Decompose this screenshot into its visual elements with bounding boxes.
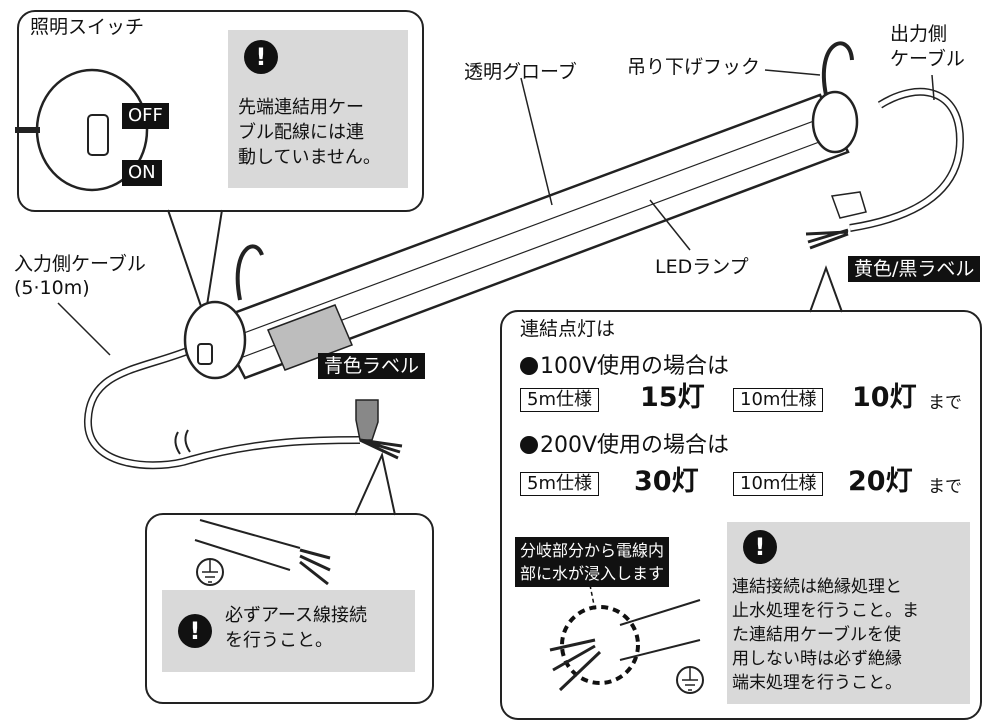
v100-10m-value: 10灯 [852,382,917,413]
input-cable-label: 入力側ケーブル (5·10m) [14,253,146,299]
v200-10m-label: 10m仕様 [733,472,824,496]
branch-earth-lines [682,667,698,691]
v200-suffix: まで [928,477,962,497]
v100-10m-label: 10m仕様 [733,388,824,412]
water-ingress-leader [589,584,596,611]
right-hook [821,41,854,96]
off-label: OFF [122,103,169,129]
v100-5m-value: 15灯 [640,382,705,413]
connection-warning-icon: ! [743,530,777,564]
earth-warning-icon: ! [178,614,212,648]
earth-wires [299,548,331,586]
switch-detail-toggle [87,114,109,156]
yellow-label-tag [830,191,867,219]
output-leader [931,74,935,101]
connection-title: 連結点灯は [520,318,616,340]
earth-cable-outline [194,519,301,571]
on-label: ON [122,160,162,186]
input-cable-inner [85,347,361,468]
switch-label: 照明スイッチ [30,16,145,38]
connection-callout [500,310,982,720]
warning-icon: ! [244,40,278,74]
lamp-switch [197,343,213,365]
connection-notice-text: 連結接続は絶縁処理と 止水処理を行うこと。ま た連結用ケーブルを使 用しない時は… [732,577,919,693]
left-hook [235,244,264,301]
connection-callout-pointer [809,265,843,313]
v100-suffix: まで [928,393,962,413]
input-cable-wires [359,438,403,460]
led-lamp-label: LEDランプ [655,256,749,278]
branch-cable-outline [619,599,701,661]
output-cable-wires [805,228,849,250]
blue-label-tag-text: 青色ラベル [318,353,426,379]
v200-5m-label: 5m仕様 [520,472,599,496]
earth-callout [145,513,434,704]
output-cable-inner [849,89,963,231]
cable-break-marks [174,429,191,455]
hook-leader [764,69,821,76]
globe-label: 透明グローブ [464,61,577,83]
left-end-cap [183,300,247,380]
input-leader [57,302,111,356]
output-cable-outer [849,87,965,232]
globe-leader [520,77,553,206]
earth-symbol-lines [202,559,218,583]
branch-warning-box: 分岐部分から電線内 部に水が浸入します [515,537,670,587]
v100-5m-label: 5m仕様 [520,388,599,412]
right-end-cap [811,90,859,154]
led-leader [649,199,691,251]
branch-wires [549,638,602,692]
v200-5m-value: 30灯 [634,466,699,497]
earth-notice-text: 必ずアース線接続 を行うこと。 [225,605,368,651]
output-cable-label: 出力側 ケーブル [890,23,965,70]
v100-heading: 100V使用の場合は [520,353,729,381]
v200-heading: 200V使用の場合は [520,432,729,460]
yellow-label-tag-text: 黄色/黒ラベル [848,256,981,282]
switch-notice-text: 先端連結用ケー ブル配線には連 動していません。 [238,97,381,168]
tube-band [267,304,353,371]
hook-label: 吊り下げフック [627,56,761,78]
water-ingress-circle [560,605,640,685]
blue-label-tag [355,399,379,441]
v200-10m-value: 20灯 [848,466,913,497]
earth-callout-pointer [354,451,396,516]
switch-callout [17,10,424,212]
